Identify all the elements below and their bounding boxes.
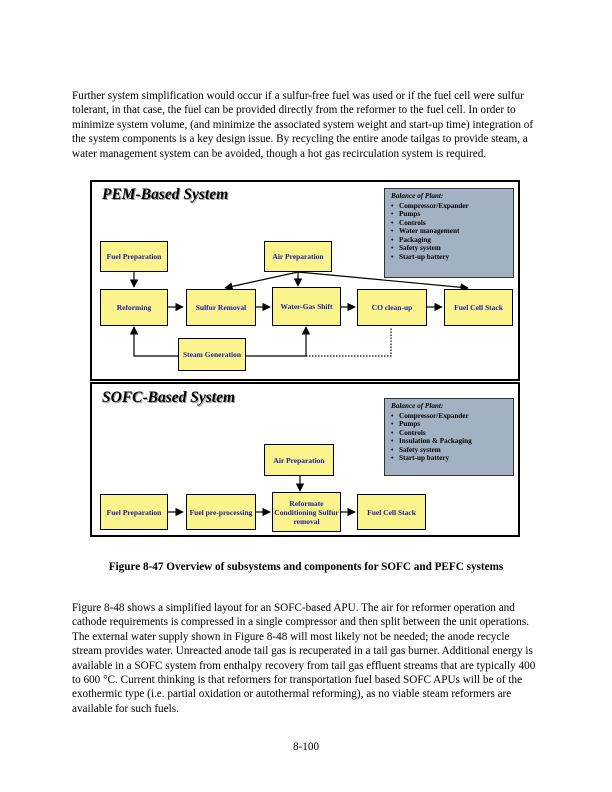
sofc-bop-item: Compressor/Expander [391, 412, 507, 421]
pem-system-title: PEM-Based System [102, 186, 229, 203]
pem-bop-item: Water management [391, 227, 507, 236]
sofc-fuel-cell-stack-box: Fuel Cell Stack [357, 494, 426, 530]
pem-bop-item: Compressor/Expander [391, 202, 507, 211]
pem-reforming-box: Reforming [100, 289, 168, 326]
sofc-balance-of-plant: Balance of Plant: Compressor/Expander Pu… [384, 398, 514, 476]
pem-fuel-preparation-box: Fuel Preparation [100, 241, 168, 272]
sofc-reformate-conditioning-box: Reformate Conditioning Sulfur removal [272, 492, 341, 532]
pem-air-preparation-box: Air Preparation [264, 241, 332, 272]
sofc-system-frame [90, 382, 520, 537]
pem-sulfur-removal-box: Sulfur Removal [186, 289, 256, 326]
pem-fuel-cell-stack-box: Fuel Cell Stack [444, 289, 513, 326]
pem-co-cleanup-box: CO clean-up [357, 289, 427, 326]
sofc-bop-item: Pumps [391, 420, 507, 429]
pem-bop-item: Safety system [391, 244, 507, 253]
page-number: 8-100 [292, 741, 320, 753]
body-paragraph: Figure 8-48 shows a simplified layout fo… [72, 602, 536, 715]
sofc-bop-item: Safety system [391, 446, 507, 455]
sofc-bop-item: Insulation & Packaging [391, 437, 507, 446]
pem-steam-generation-box: Steam Generation [178, 338, 246, 371]
pem-bop-item: Packaging [391, 236, 507, 245]
pem-balance-of-plant: Balance of Plant: Compressor/Expander Pu… [384, 188, 514, 278]
sofc-fuel-preprocessing-box: Fuel pre-processing [186, 494, 256, 530]
sofc-system-title: SOFC-Based System [102, 389, 236, 406]
pem-bop-item: Pumps [391, 210, 507, 219]
sofc-bop-heading: Balance of Plant: [391, 402, 444, 410]
pem-water-gas-shift-box: Water-Gas Shift [272, 287, 341, 326]
pem-bop-item: Controls [391, 219, 507, 228]
pem-bop-heading: Balance of Plant: [391, 192, 444, 200]
figure-caption: Figure 8-47 Overview of subsystems and c… [108, 561, 504, 573]
sofc-air-preparation-box: Air Preparation [264, 444, 334, 476]
pem-system-frame [90, 180, 520, 381]
intro-paragraph: Further system simplification would occu… [72, 90, 534, 160]
pem-bop-item: Start-up battery [391, 253, 507, 262]
sofc-bop-item: Controls [391, 429, 507, 438]
sofc-fuel-preparation-box: Fuel Preparation [100, 494, 168, 530]
sofc-bop-item: Start-up battery [391, 454, 507, 463]
